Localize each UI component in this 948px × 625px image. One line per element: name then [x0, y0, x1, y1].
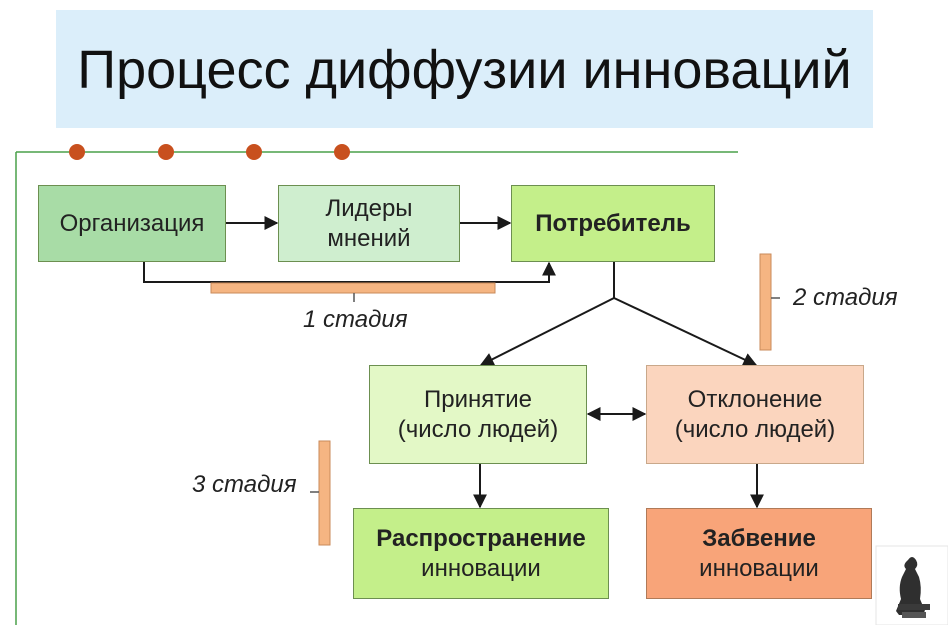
node-spread: Распространение инновации — [353, 508, 609, 599]
stage3-label: 3 стадия — [192, 471, 297, 498]
node-consumer-label: Потребитель — [535, 209, 691, 237]
node-organization: Организация — [38, 185, 226, 262]
node-rejection-line2: (число людей) — [674, 415, 836, 443]
node-oblivion-line2: инновации — [699, 554, 819, 582]
decor-dot — [334, 144, 350, 160]
node-acceptance-line1: Принятие — [424, 385, 532, 413]
title-band: Процесс диффузии инноваций — [56, 10, 873, 128]
node-rejection-line1: Отклонение — [687, 385, 823, 413]
stage2-label: 2 стадия — [793, 284, 898, 311]
node-opinion-leaders-line1: Лидеры — [325, 194, 413, 222]
stage2-bracket — [759, 253, 772, 351]
arrow-to-rejection — [613, 297, 758, 366]
node-organization-label: Организация — [59, 209, 205, 237]
node-acceptance-line2: (число людей) — [397, 415, 559, 443]
node-acceptance: Принятие (число людей) — [369, 365, 587, 464]
node-consumer: Потребитель — [511, 185, 715, 262]
node-rejection: Отклонение (число людей) — [646, 365, 864, 464]
node-spread-line2: инновации — [421, 554, 541, 582]
arrow-org-to-consumer — [143, 261, 556, 283]
stage3-bracket — [318, 440, 331, 546]
decor-dot — [246, 144, 262, 160]
decor-dot — [158, 144, 174, 160]
node-oblivion: Забвение инновации — [646, 508, 872, 599]
node-opinion-leaders-line2: мнений — [327, 224, 411, 252]
node-oblivion-line1: Забвение — [702, 524, 816, 552]
node-opinion-leaders: Лидеры мнений — [278, 185, 460, 262]
node-spread-line1: Распространение — [376, 524, 586, 552]
stage1-bracket — [210, 282, 496, 294]
arrow-to-acceptance — [479, 297, 615, 366]
stage1-label: 1 стадия — [303, 306, 408, 333]
page-title: Процесс диффузии инноваций — [77, 40, 852, 100]
decor-dot — [69, 144, 85, 160]
statue-logo-icon — [875, 545, 948, 625]
